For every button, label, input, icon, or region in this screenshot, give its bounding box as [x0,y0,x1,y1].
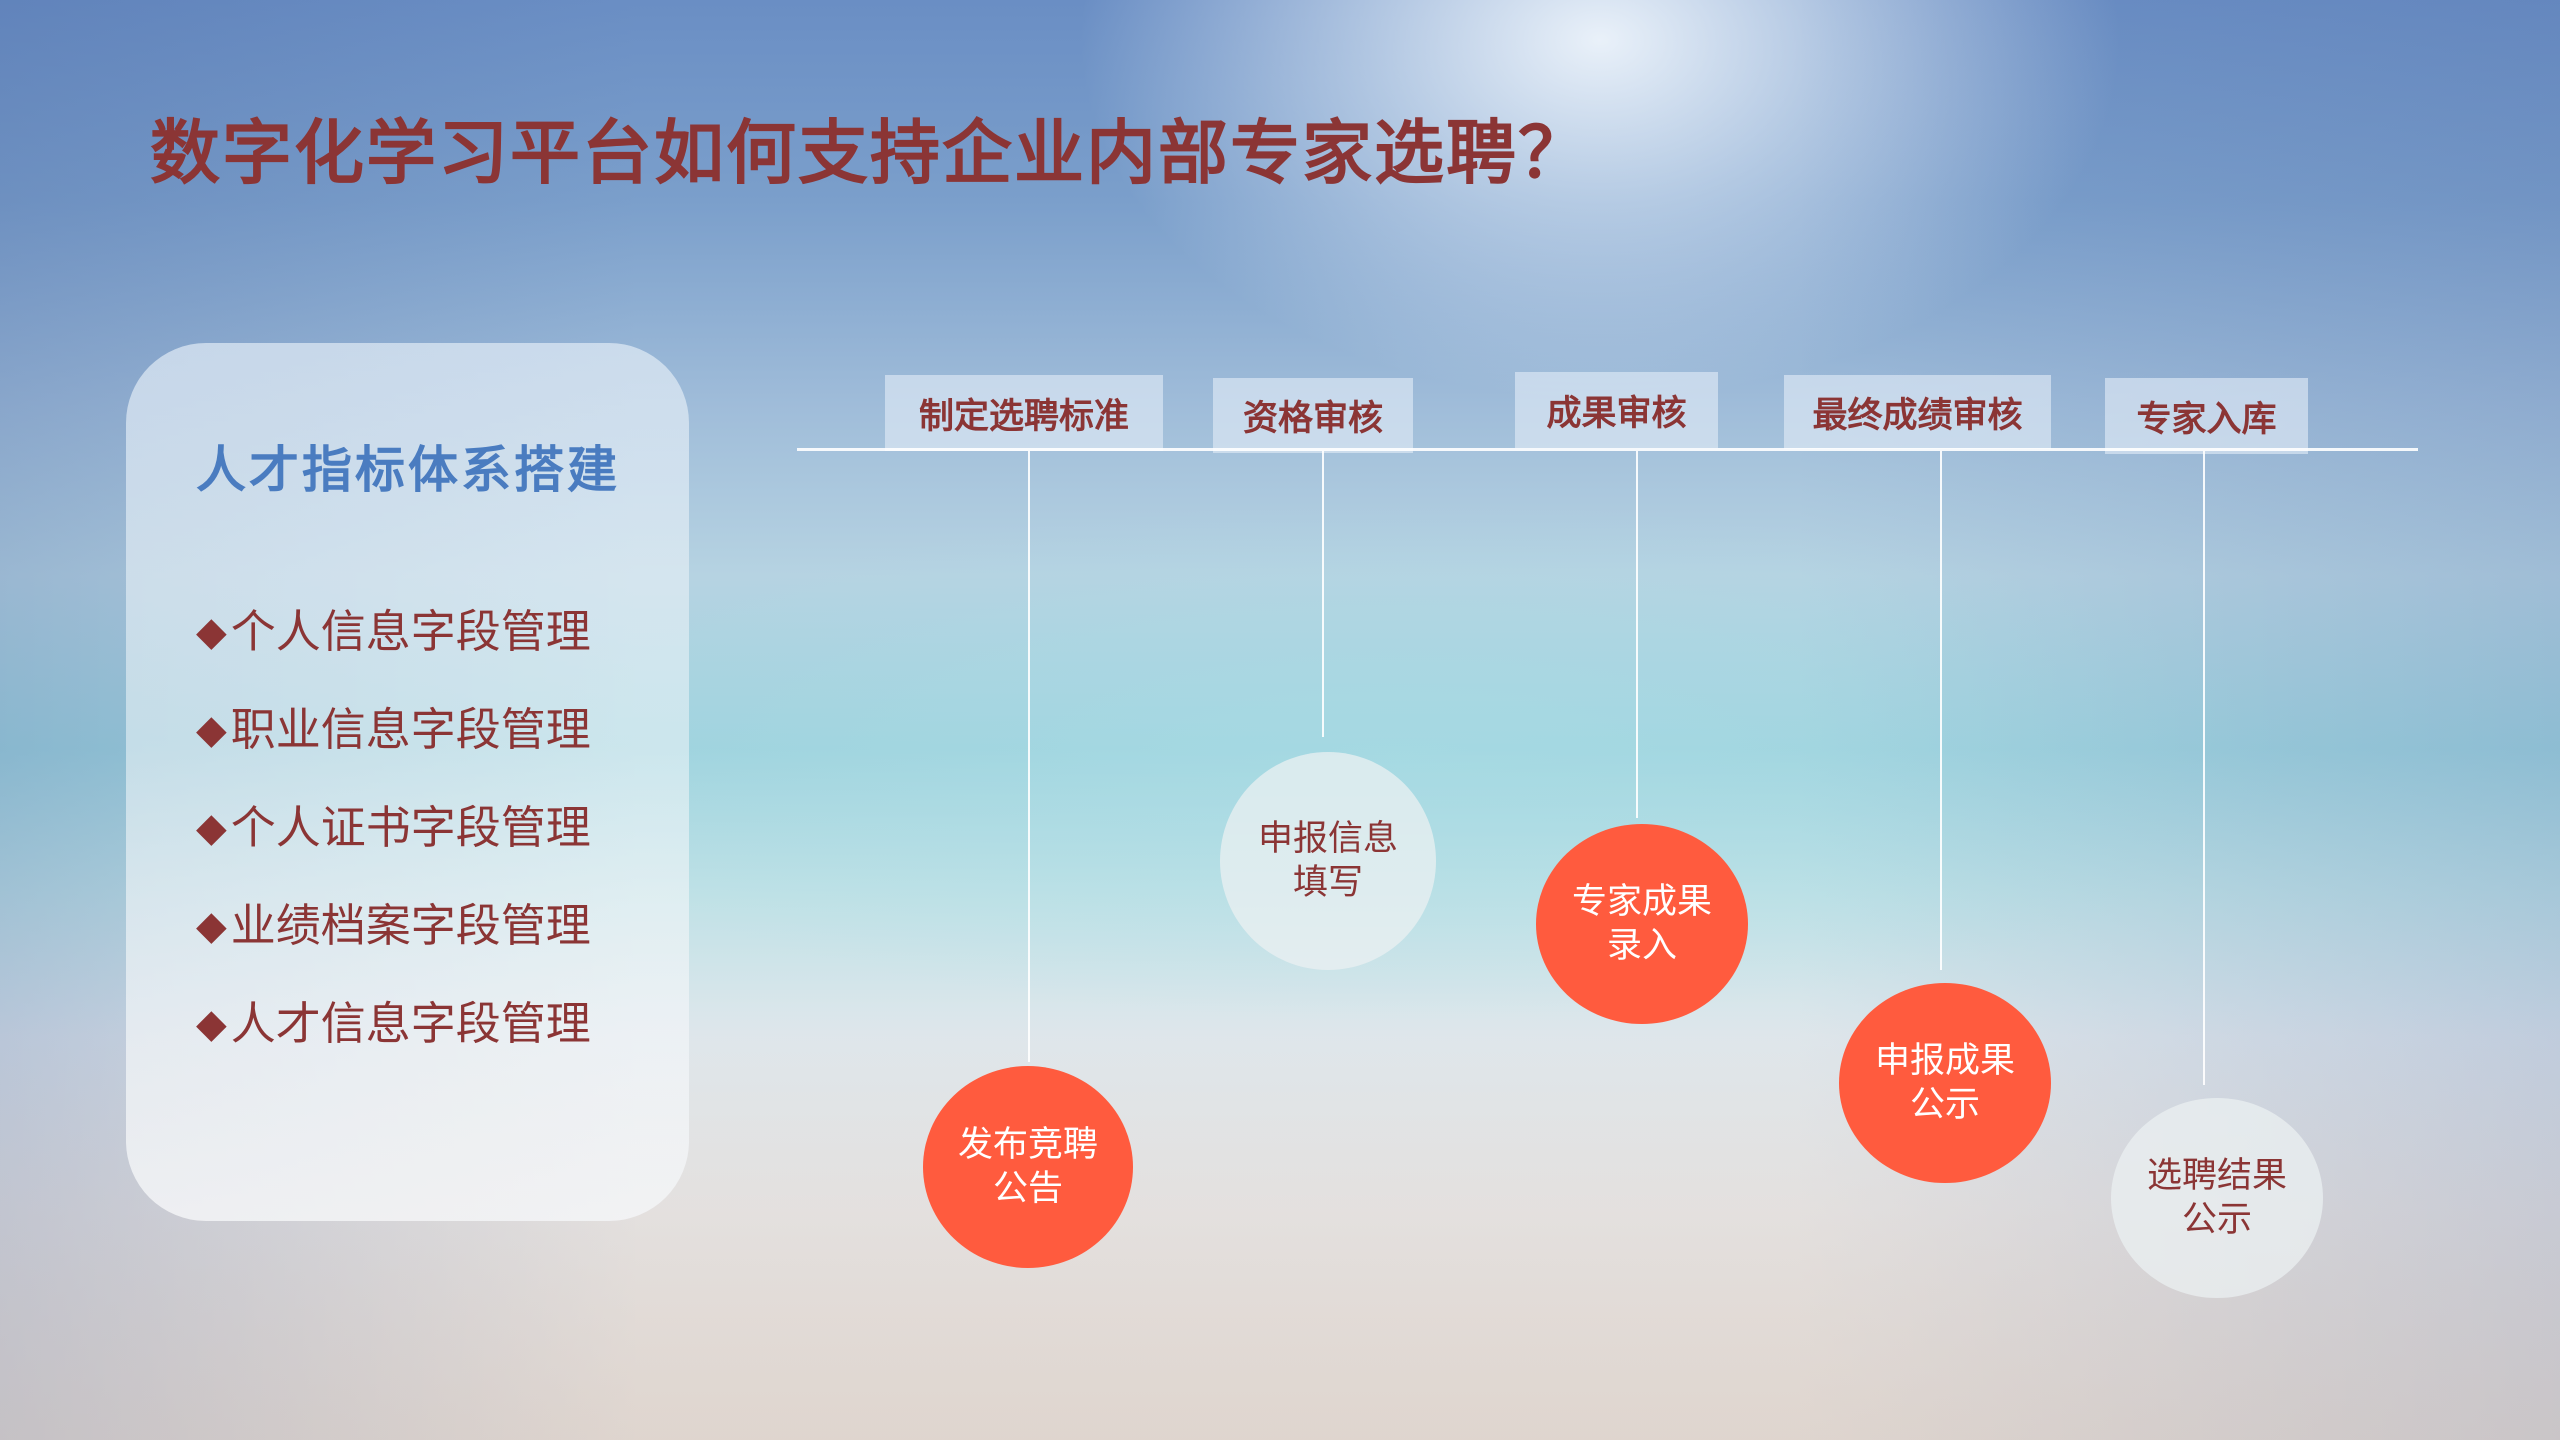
node-publicize-achievements: 申报成果 公示 [1839,983,2051,1183]
panel-heading: 人才指标体系搭建 [196,441,620,499]
connector-line [1940,451,1942,970]
list-item: ◆ 个人信息字段管理 [196,605,591,703]
node-enter-achievements: 专家成果 录入 [1536,824,1748,1024]
list-item-label: 业绩档案字段管理 [230,899,591,952]
step-achievement-review: 成果审核 [1515,372,1718,448]
diamond-bullet-icon: ◆ [196,1001,227,1047]
step-label: 资格审核 [1242,399,1383,439]
diamond-bullet-icon: ◆ [196,707,227,753]
step-qualification-review: 资格审核 [1213,378,1413,453]
node-publish-announcement: 发布竞聘 公告 [923,1066,1133,1268]
list-item: ◆ 个人证书字段管理 [196,801,591,899]
node-label-line1: 申报信息 [1257,819,1398,859]
node-label-line1: 发布竞聘 [957,1125,1098,1165]
timeline-axis [797,448,2418,451]
list-item-label: 个人证书字段管理 [230,801,591,854]
diamond-bullet-icon: ◆ [196,903,227,949]
step-label: 最终成绩审核 [1812,395,2023,436]
step-final-score-review: 最终成绩审核 [1784,375,2051,449]
diamond-bullet-icon: ◆ [196,609,227,655]
node-fill-application: 申报信息 填写 [1220,752,1436,970]
step-define-criteria: 制定选聘标准 [885,375,1163,451]
node-label-line1: 专家成果 [1571,882,1712,922]
node-label-line2: 公示 [1909,1085,1980,1125]
talent-index-panel [126,343,689,1221]
step-label: 成果审核 [1546,393,1687,434]
step-label: 制定选聘标准 [918,396,1129,437]
step-expert-registration: 专家入库 [2105,378,2308,454]
node-label-line2: 公告 [992,1169,1063,1209]
list-item-label: 人才信息字段管理 [230,997,591,1050]
list-item-label: 职业信息字段管理 [230,703,591,756]
node-label-line1: 申报成果 [1874,1041,2015,1081]
connector-line [2203,451,2205,1085]
page-title: 数字化学习平台如何支持企业内部专家选聘？ [150,112,1590,194]
connector-line [1636,451,1638,818]
connector-line [1028,451,1030,1062]
connector-line [1322,451,1324,737]
node-publicize-results: 选聘结果 公示 [2111,1098,2323,1298]
step-label: 专家入库 [2136,399,2277,440]
list-item-label: 个人信息字段管理 [230,605,591,658]
node-label-line1: 选聘结果 [2146,1156,2287,1196]
list-item: ◆ 业绩档案字段管理 [196,899,591,997]
list-item: ◆ 人才信息字段管理 [196,997,591,1095]
diamond-bullet-icon: ◆ [196,805,227,851]
node-label-line2: 公示 [2181,1200,2252,1240]
list-item: ◆ 职业信息字段管理 [196,703,591,801]
node-label-line2: 填写 [1292,863,1363,903]
node-label-line2: 录入 [1606,926,1677,966]
panel-list: ◆ 个人信息字段管理 ◆ 职业信息字段管理 ◆ 个人证书字段管理 ◆ 业绩档案字… [196,605,591,1095]
